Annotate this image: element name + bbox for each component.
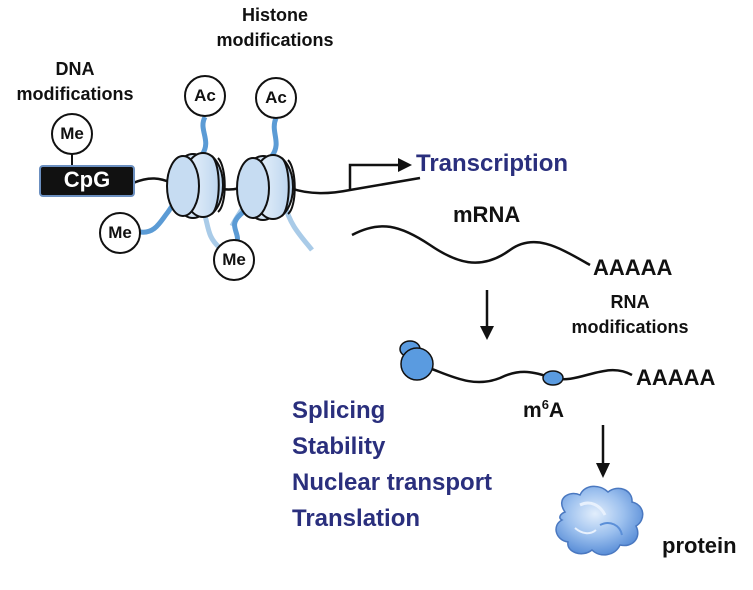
ac-circle-2: [255, 77, 297, 119]
effect-splicing: Splicing: [292, 397, 386, 424]
ac-label-1: Ac: [194, 86, 216, 105]
histone-label-line2: modifications: [216, 30, 334, 50]
dna-label-line2: modifications: [16, 84, 134, 104]
protein-blob: [555, 485, 644, 556]
nucleosome-1: [166, 152, 226, 219]
transcription-arrowhead: [398, 158, 412, 172]
me-label-bottom: Me: [222, 250, 246, 269]
down-arrow-1-head: [480, 326, 494, 340]
ac-circle-1: [184, 75, 226, 117]
m6a-marker: [542, 370, 564, 386]
mrna-label: mRNA: [453, 202, 521, 227]
cpg-box: [39, 165, 135, 197]
rna-effects-list: Splicing Stability Nuclear transport Tra…: [292, 393, 492, 537]
me-label-dna: Me: [60, 124, 84, 143]
protein-label: protein: [662, 533, 737, 558]
ac-label-2: Ac: [265, 88, 287, 107]
poly-a-tail-2: AAAAA: [636, 365, 716, 390]
m6a-label-base: m: [523, 399, 542, 422]
histone-label-line1: Histone: [241, 5, 308, 25]
transcription-label: Transcription: [416, 150, 569, 177]
effect-translation: Translation: [292, 505, 421, 532]
poly-a-tail-1: AAAAA: [593, 255, 673, 280]
ribosome: [399, 340, 434, 381]
me-circle-bottom: [213, 239, 255, 281]
transcription-arrow: [348, 163, 400, 190]
histone-modifications-label: Histone modifications: [200, 3, 350, 53]
mrna-strand: [351, 225, 591, 267]
rna-label-line2: modifications: [571, 317, 689, 337]
me-label-left: Me: [108, 223, 132, 242]
m6a-label-tail: A: [548, 399, 565, 422]
rna-modifications-label: RNA modifications: [560, 290, 700, 340]
effect-nuclear-transport: Nuclear transport: [292, 469, 493, 496]
dna-modifications-label: DNA modifications: [10, 57, 140, 107]
down-arrow-2-head: [596, 463, 610, 478]
cpg-label: CpG: [63, 167, 111, 192]
rna-label-line1: RNA: [610, 292, 650, 312]
me-circle-left: [99, 212, 141, 254]
effect-stability: Stability: [292, 433, 386, 460]
m6a-label-superscript: 6: [541, 397, 549, 412]
m6a-label: m6A: [523, 397, 564, 423]
dna-label-line1: DNA: [55, 59, 95, 79]
nucleosome-2: [236, 154, 296, 221]
modified-mrna-strand: [419, 363, 633, 384]
